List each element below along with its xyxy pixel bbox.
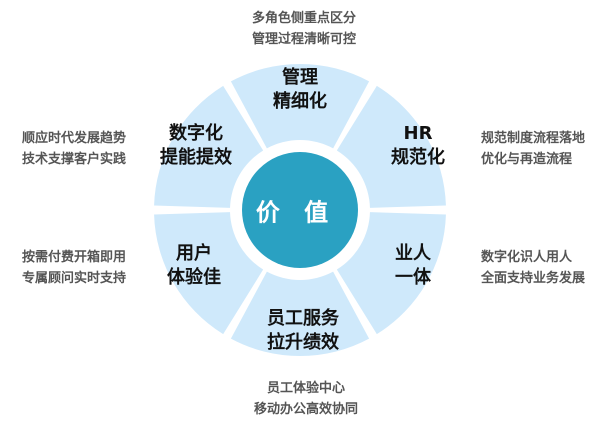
ring-segment-hr: [336, 85, 446, 208]
center-value-label: 价 值: [255, 198, 337, 227]
note-user-experience: 按需付费开箱即用 专属顾问实时支持: [21, 250, 126, 286]
ring-segment-business-people: [336, 212, 446, 335]
segment-label-business-people: 业人 一体: [395, 243, 431, 288]
segment-label-hr: HR 规范化: [391, 123, 445, 168]
note-digital: 顺应时代发展趋势 技术支撑客户实践: [21, 131, 126, 167]
note-management: 多角色侧重点区分 管理过程清晰可控: [251, 11, 357, 47]
ring-segment-user-experience: [154, 212, 264, 335]
segment-label-employee-service: 员工服务 拉升绩效: [267, 308, 339, 353]
segment-label-management: 管理 精细化: [273, 67, 327, 112]
ring-segment-digital: [154, 85, 264, 208]
note-business-people: 数字化识人用人 全面支持业务发展: [481, 250, 586, 286]
ring-segment-management: [230, 63, 370, 149]
note-hr: 规范制度流程落地 优化与再造流程: [481, 131, 586, 167]
segment-label-user-experience: 用户 体验佳: [167, 243, 221, 288]
ring-segment-employee-service: [230, 271, 370, 356]
center-circle: [242, 152, 358, 268]
segment-label-digital: 数字化 提能提效: [160, 123, 232, 168]
note-employee-service: 员工体验中心 移动办公高效协同: [253, 381, 359, 417]
